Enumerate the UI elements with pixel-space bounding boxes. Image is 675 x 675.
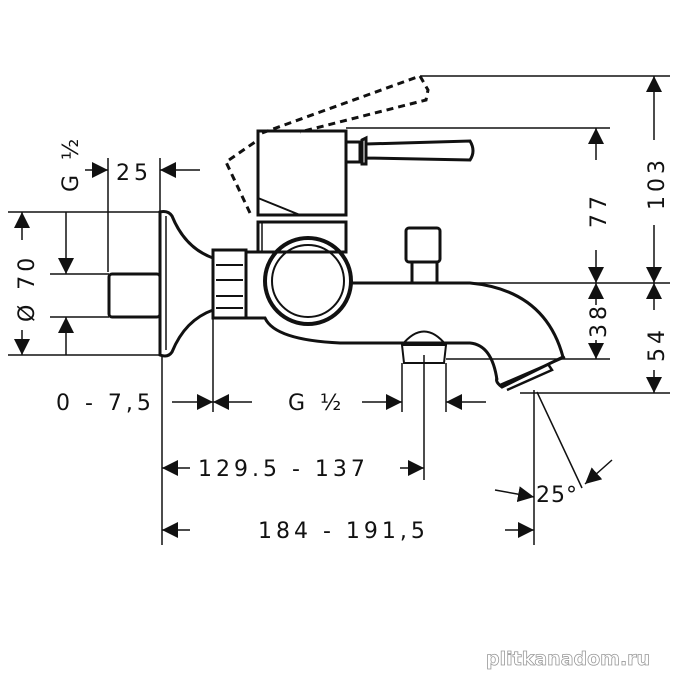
label-thread-bottom: G ½: [288, 391, 345, 416]
label-wall-offset: 0 - 7,5: [56, 391, 155, 416]
lever-alt-position: [224, 74, 430, 214]
label-outlet-height: 38: [587, 302, 612, 338]
label-thread-top: G ½: [59, 135, 84, 192]
lever: [346, 135, 475, 166]
diverter-knob: [404, 226, 442, 264]
aerator-nut: [400, 330, 448, 364]
label-total-height: 103: [645, 156, 670, 210]
diverter-ring: [263, 236, 353, 326]
label-outlet-distance: 129.5 - 137: [198, 457, 369, 482]
label-spout-drop: 54: [645, 326, 670, 362]
label-spout-length: 184 - 191,5: [258, 519, 429, 544]
spout: [350, 281, 565, 389]
label-flange-diameter: Ø 70: [15, 254, 40, 322]
label-spout-angle: 25°: [536, 483, 578, 508]
inlet-pipe-stub: [107, 272, 162, 319]
connection-nut: [211, 248, 248, 320]
label-pipe-length: 25: [116, 161, 152, 186]
watermark: plitkanadom.ru: [486, 648, 650, 670]
dimension-lines: [8, 75, 670, 545]
label-lever-height: 77: [587, 192, 612, 228]
faucet-outline: [107, 74, 566, 392]
wall-flange: [158, 210, 215, 358]
